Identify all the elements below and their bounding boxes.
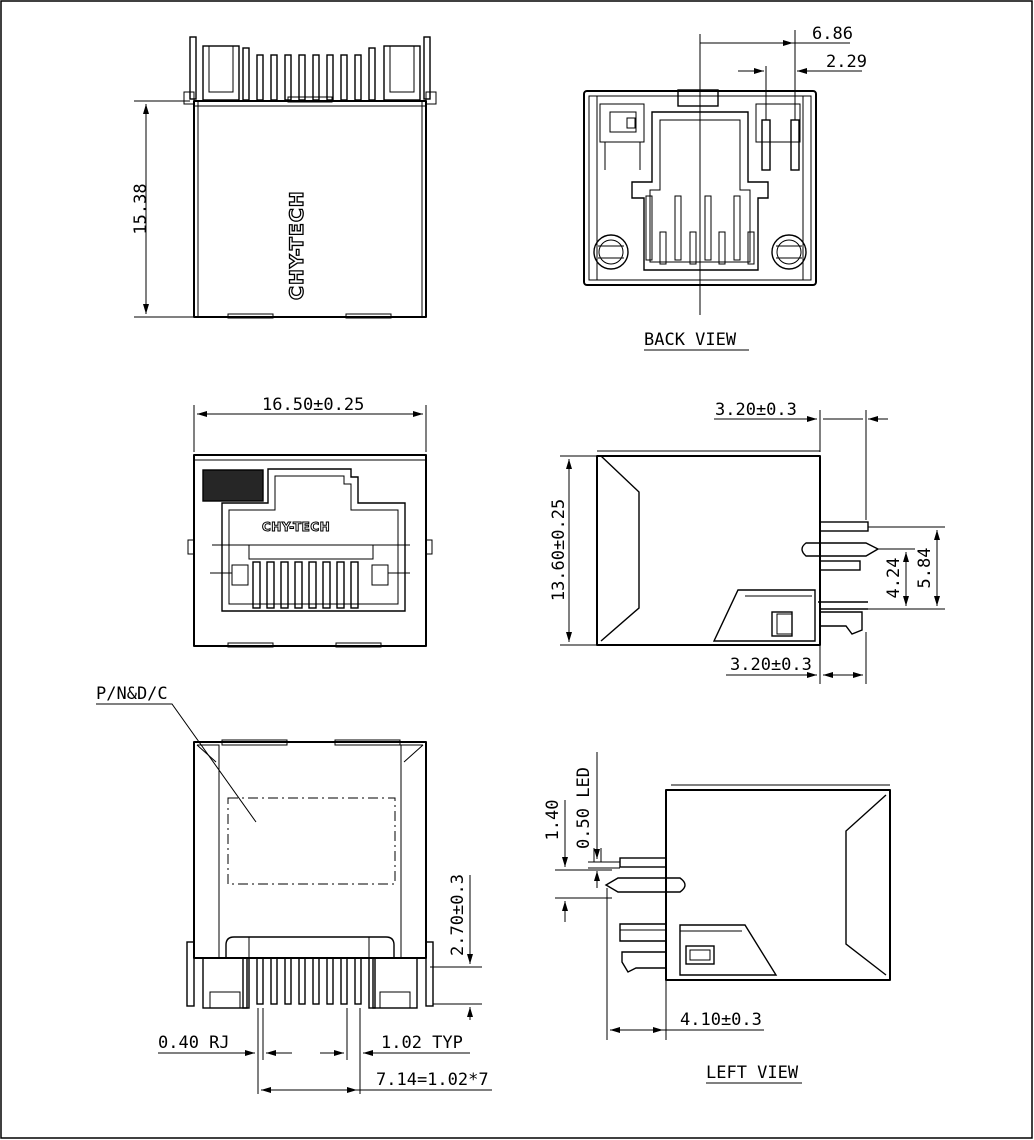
dim-side-height: 13.60±0.25 [549,499,569,601]
front-brand-text: CHY-TECH [262,520,330,534]
pn-dc-area [227,797,396,885]
left-body [665,789,891,981]
dim-bottom-typ: 1.02 TYP [381,1033,463,1053]
dim-left-depth: 4.10±0.3 [680,1010,762,1030]
dim-left-b: 0.50 LED [574,767,594,849]
dim-side-bottom: 3.20±0.3 [730,655,812,675]
back-view-label: BACK VIEW [644,330,737,350]
left-view-label: LEFT VIEW [706,1063,799,1083]
dim-side-pin1: 4.24 [884,558,904,599]
dim-side-pin2: 5.84 [915,548,935,589]
dim-left-a: 1.40 [543,800,563,841]
front-view: CHY-TECH 16.50±0.25 [187,395,433,648]
dim-top-height: 15.38 [131,183,151,234]
dim-bottom-pitch: 7.14=1.02*7 [376,1070,489,1090]
bottom-view: P/N&D/C 2.70±0.3 [96,684,492,1094]
label-pn-dc: P/N&D/C [96,684,168,704]
back-view: 6.86 2.29 BACK VIEW [583,24,867,351]
top-view: CHY-TECH 15.38 [131,36,437,319]
dim-side-top: 3.20±0.3 [715,400,797,420]
dim-bottom-rj: 0.40 RJ [158,1033,230,1053]
dim-front-width: 16.50±0.25 [262,395,364,415]
side-view: 3.20±0.3 13.60±0.25 4.24 5.84 3.20±0.3 [549,400,945,684]
top-brand-text: CHY-TECH [286,190,308,300]
top-body [193,100,427,318]
left-view: 0.50 LED 1.40 4.10±0.3 LEFT VIEW [543,752,891,1084]
side-body [596,455,821,646]
bottom-body [193,741,427,959]
dim-bottom-standoff: 2.70±0.3 [448,874,468,956]
dim-back-b: 2.29 [826,52,867,72]
dim-back-a: 6.86 [812,24,853,44]
